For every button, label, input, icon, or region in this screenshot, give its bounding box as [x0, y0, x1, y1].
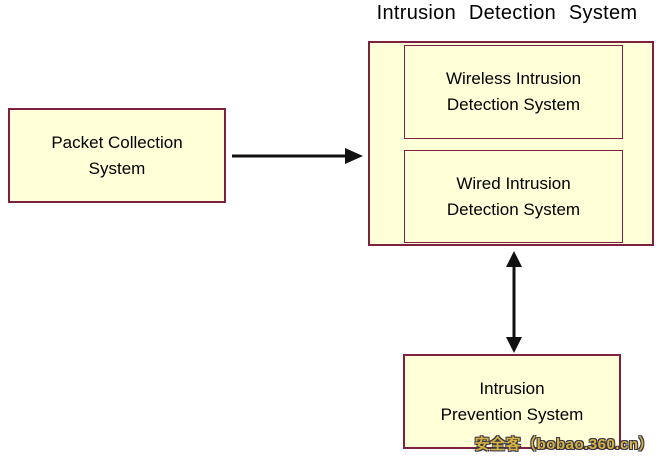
node-intrusion-prevention-system: Intrusion Prevention System	[403, 354, 621, 449]
node-label: Wired Intrusion Detection System	[447, 171, 580, 223]
node-packet-collection-system: Packet Collection System	[8, 108, 226, 203]
node-label-line: System	[88, 158, 146, 178]
node-label-line: Wireless Intrusion	[445, 69, 582, 88]
node-label: Wireless Intrusion Detection System	[446, 66, 581, 118]
node-label-line: Prevention System	[440, 404, 584, 424]
node-label: Intrusion Prevention System	[441, 376, 584, 428]
node-label-line: Packet Collection	[51, 132, 183, 152]
arrow-pcs-to-ids	[232, 148, 363, 164]
node-label-line: Wired Intrusion	[456, 173, 571, 193]
node-wireless-intrusion-detection-system: Wireless Intrusion Detection System	[404, 45, 623, 139]
node-wired-intrusion-detection-system: Wired Intrusion Detection System	[404, 150, 623, 243]
node-label-line: Detection System	[446, 95, 581, 114]
node-label: Packet Collection System	[51, 130, 182, 182]
diagram-title: Intrusion Detection System	[376, 2, 638, 24]
arrow-ids-ips-bidirectional	[506, 251, 522, 353]
watermark: 安全客（bobao.360.cn）	[474, 436, 654, 453]
node-label-line: Detection System	[446, 199, 581, 219]
node-label-line: Intrusion	[479, 378, 545, 398]
